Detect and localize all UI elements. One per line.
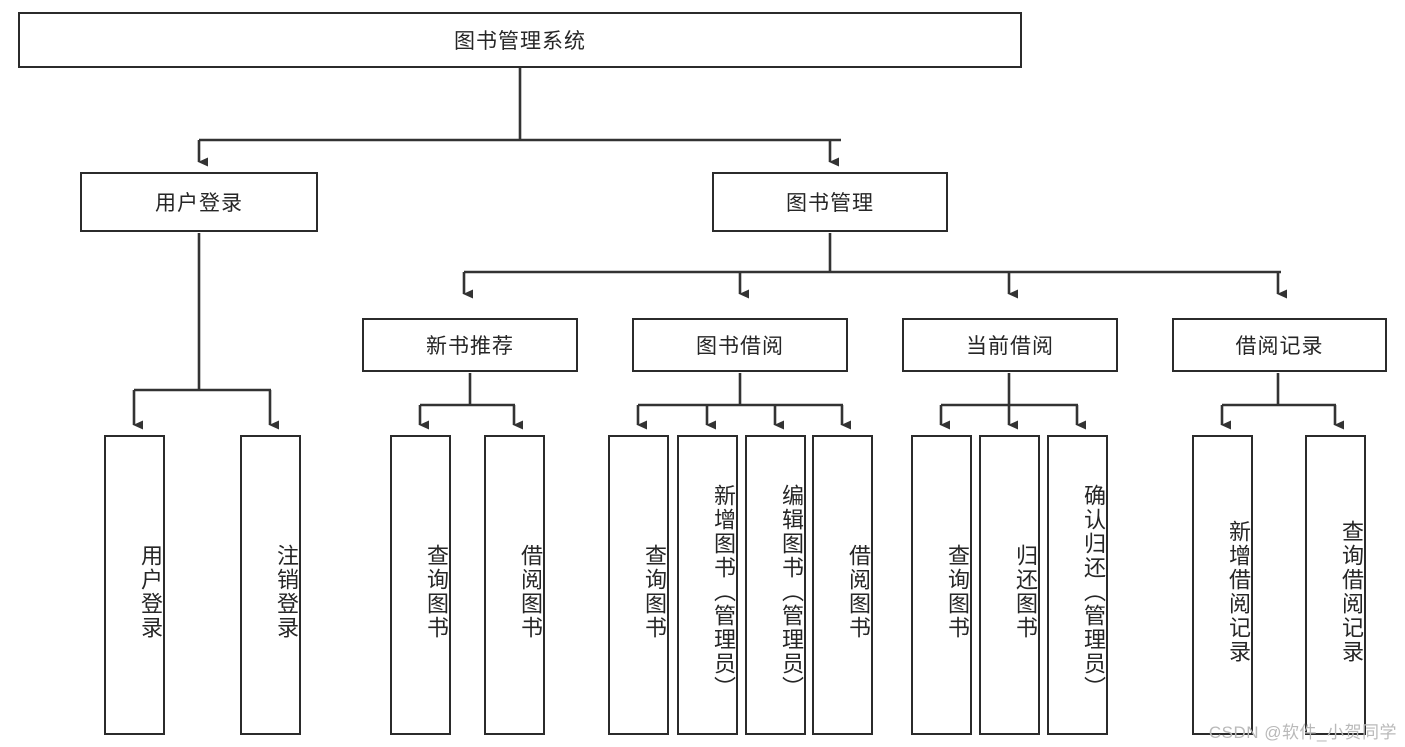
leaf-user-login-login[interactable]: 用户登录 (104, 435, 165, 735)
leaf-label: 用户登录 (138, 544, 163, 640)
connector-borrow-record-to-leaves (1220, 373, 1344, 430)
node-root-label: 图书管理系统 (454, 30, 586, 53)
node-book-borrow[interactable]: 图书借阅 (632, 318, 848, 372)
leaf-current-borrow-confirm-return[interactable]: 确认归还（管理员） (1047, 435, 1108, 735)
node-book-management[interactable]: 图书管理 (712, 172, 948, 232)
leaf-new-book-query-book[interactable]: 查询图书 (390, 435, 451, 735)
node-current-borrow-label: 当前借阅 (966, 335, 1054, 358)
leaf-label: 注销登录 (274, 544, 299, 640)
connector-user-login-to-leaves (132, 233, 279, 430)
leaf-label: 借阅图书 (846, 544, 871, 640)
node-new-book-recommend-label: 新书推荐 (426, 335, 514, 358)
connector-book-mgmt-to-level3 (462, 233, 1287, 299)
connector-current-borrow-to-leaves (939, 373, 1086, 430)
connector-new-book-to-leaves (418, 373, 523, 430)
leaf-label: 查询借阅记录 (1339, 520, 1364, 664)
leaf-label: 编辑图书（管理员） (779, 484, 804, 700)
csdn-watermark: CSDN @软件_小贺同学 (1208, 723, 1397, 742)
connector-book-borrow-to-leaves (636, 373, 851, 430)
node-borrow-record-label: 借阅记录 (1235, 335, 1324, 358)
leaf-label: 查询图书 (642, 544, 667, 640)
leaf-label: 归还图书 (1013, 544, 1038, 640)
node-book-borrow-label: 图书借阅 (696, 335, 784, 358)
connector-root-to-level2 (197, 68, 841, 167)
node-user-login[interactable]: 用户登录 (80, 172, 318, 232)
leaf-book-borrow-edit-book[interactable]: 编辑图书（管理员） (745, 435, 806, 735)
leaf-label: 借阅图书 (518, 544, 543, 640)
leaf-user-login-logout[interactable]: 注销登录 (240, 435, 301, 735)
node-borrow-record[interactable]: 借阅记录 (1172, 318, 1387, 372)
leaf-borrow-record-query-record[interactable]: 查询借阅记录 (1305, 435, 1366, 735)
node-user-login-label: 用户登录 (155, 192, 243, 215)
node-book-management-label: 图书管理 (786, 192, 874, 215)
node-root-system[interactable]: 图书管理系统 (18, 12, 1022, 68)
leaf-label: 新增图书（管理员） (711, 484, 736, 700)
leaf-book-borrow-borrow-book[interactable]: 借阅图书 (812, 435, 873, 735)
node-current-borrow[interactable]: 当前借阅 (902, 318, 1118, 372)
leaf-label: 查询图书 (424, 544, 449, 640)
leaf-label: 确认归还（管理员） (1081, 484, 1106, 700)
leaf-book-borrow-query-book[interactable]: 查询图书 (608, 435, 669, 735)
leaf-current-borrow-return-book[interactable]: 归还图书 (979, 435, 1040, 735)
leaf-new-book-borrow-book[interactable]: 借阅图书 (484, 435, 545, 735)
leaf-book-borrow-add-book[interactable]: 新增图书（管理员） (677, 435, 738, 735)
leaf-borrow-record-add-record[interactable]: 新增借阅记录 (1192, 435, 1253, 735)
leaf-label: 新增借阅记录 (1226, 520, 1251, 664)
leaf-current-borrow-query-book[interactable]: 查询图书 (911, 435, 972, 735)
node-new-book-recommend[interactable]: 新书推荐 (362, 318, 578, 372)
leaf-label: 查询图书 (945, 544, 970, 640)
